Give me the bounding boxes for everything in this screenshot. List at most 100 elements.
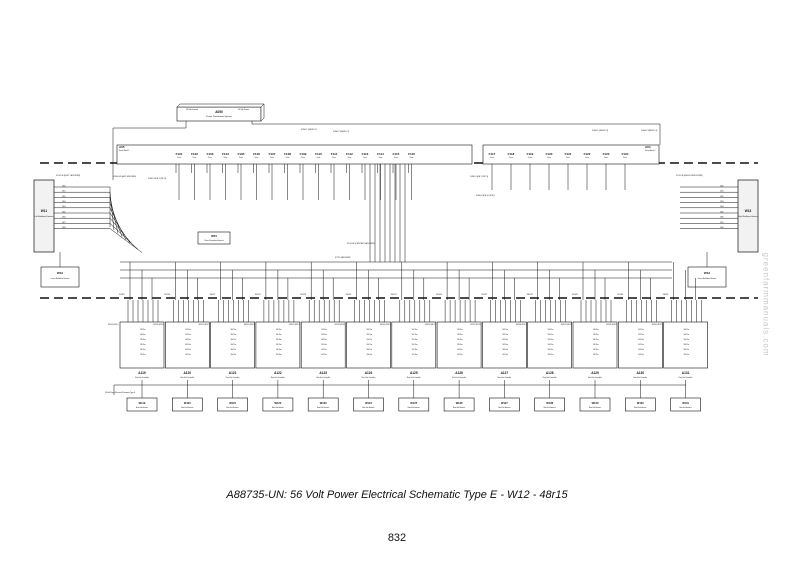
row-unit-a131: A131 [682,371,690,375]
row-connector-x6122: X6122 [255,294,262,296]
w11-harness-box [33,179,55,253]
row-connector-x6128: X6128 [527,294,534,296]
row-pin-label: 56V Pwr [548,328,554,331]
row-pin-label: 56V Pwr [548,353,554,356]
wire-label-left-2303: 2303 [62,201,66,203]
row-pin-label: 56V Pwr [548,348,554,351]
wire-label-right-2302: 2302 [720,196,724,198]
row-pin-label: 56V Pwr [231,348,237,351]
wire-label-left-2300: 2300 [62,185,66,187]
row-unit-a128: A128 [546,371,554,375]
row-pin-label: 56V Pwr [140,333,146,336]
a04-desc: Fuse Block 2 [645,150,655,152]
row-pin-label: 56V Pwr [684,343,690,346]
row-pin-label: 56V Pwr [321,333,327,336]
wire-label-right-2301: 2301 [720,191,724,193]
wire-left-diag [109,192,115,231]
fuse-desc: Fuse [490,157,494,159]
fuse-desc: Fuse [301,157,305,159]
figure-caption: A88735-UN: 56 Volt Power Electrical Sche… [226,489,568,501]
fuse-f101: F101 [176,152,183,156]
row-connector-block-a125 [391,321,437,369]
w12-right-desc: Center Backbone Harness [698,277,717,280]
row-pin-label: 56V Pwr [638,348,644,351]
row-pin-label: 56V Pwr [412,353,418,356]
fuse-desc: Fuse [270,157,274,159]
fuse-desc: Fuse [348,157,352,159]
row-connector-x6129: X6129 [572,294,579,296]
row-pin-label: 56V Pwr [412,333,418,336]
row-pin-label: 56V Pwr [502,343,508,346]
row-unit-desc: Row Unit Controller [679,376,693,379]
row-sub-x6120: X6120 (RUC) [153,324,164,326]
wire-label-left-2301: 2301 [62,191,66,193]
row-pin-label: 56V Pwr [140,353,146,356]
w12-right-label: W12 [704,271,711,275]
fuse-f113: F113 [362,152,369,156]
a050-pin2: 56 Volt Power [238,108,249,111]
wire-left-diag [109,218,135,247]
conn-x450-gnd: X450-GD (ALT GROUND) [113,175,136,178]
row-harness-desc: Row Unit Harness [589,406,601,409]
conn-x450-5: X450-5 (FE 2 (RLY)) [470,176,489,178]
row-pin-label: 56V Pwr [412,348,418,351]
row-harness-w121: W121 [229,401,236,405]
row-harness-w119: W119 [139,401,146,405]
row-pin-label: 56V Pwr [367,353,373,356]
row-pin-label: 56V Pwr [140,348,146,351]
row-unit-a124: A124 [365,371,373,375]
wire-label-left-2307: 2307 [62,222,66,224]
row-pin-label: 56V Pwr [231,338,237,341]
fuse-f108: F108 [284,152,291,156]
wire-label-right-2308: 2308 [720,227,724,229]
row-pin-label: 56V Pwr [502,328,508,331]
row-pin-label: 56V Pwr [185,328,191,331]
row-unit-desc: Row Unit Controller [452,376,466,379]
fuse-desc: Fuse [177,157,181,159]
fuse-f111: F111 [331,152,338,156]
row-unit-desc: Row Unit Controller [180,376,194,379]
fuse-desc: Fuse [317,157,321,159]
fuse-desc: Fuse [528,157,532,159]
row-connector-block-a120 [165,321,210,369]
row-harness-desc: Row Unit Harness [544,406,556,409]
row-pin-label: 56V Pwr [684,338,690,341]
row-sub-x6123: X6123 (RUC) [289,324,300,326]
row-pin-label: 56V Pwr [457,338,463,341]
row-unit-desc: Row Unit Controller [497,376,511,379]
conn-x454-2: X454-2 (SE/DC 4) [641,130,657,132]
row-harness-w128: W128 [546,401,553,405]
row-harness-desc: Row Unit Harness [272,406,284,409]
a050-pin1: 56 Volt Ground [186,108,198,111]
fuse-desc: Fuse [585,157,589,159]
conn-x454: (CTR GEN PWR) [335,257,351,259]
fuse-desc: Fuse [566,157,570,159]
fuse-desc: Fuse [623,157,627,159]
row-connector-x6120: X6120 [164,294,171,296]
row-pin-label: 56V Pwr [367,338,373,341]
row-harness-desc: Row Unit Harness [680,406,692,409]
row-pin-label: 56V Pwr [502,348,508,351]
a05-desc: Fuse Block 1 [119,150,129,152]
row-harness-desc: Row Unit Harness [362,406,374,409]
w12-left-label: W12 [57,271,64,275]
row-unit-desc: Row Unit Controller [588,376,602,379]
row-harness-desc: Row Unit Harness [453,406,465,409]
row-harness-box-w130 [624,397,656,412]
fuse-desc: Fuse [604,157,608,159]
row-unit-desc: Row Unit Controller [543,376,557,379]
row-pin-label: 56V Pwr [321,348,327,351]
row-unit-a130: A130 [636,371,644,375]
row-sub-x6131: X6131 (RUC) [652,324,663,326]
row-pin-label: 56V Pwr [321,343,327,346]
row-pin-label: 56V Pwr [276,338,282,341]
row-harness-w122: W122 [275,401,282,405]
fuse-desc: Fuse [363,157,367,159]
row-pin-label: 56V Pwr [684,353,690,356]
row-connector-x6130: X6130 [617,294,624,296]
row-connector-block-a129 [572,321,618,369]
row-unit-desc: Row Unit Controller [362,376,376,379]
row-sub-x6119: X6119 (RUC) [108,324,119,326]
row-sub-x6125: X6125 (RUC) [380,324,391,326]
wire-label-right-2307: 2307 [720,222,724,224]
